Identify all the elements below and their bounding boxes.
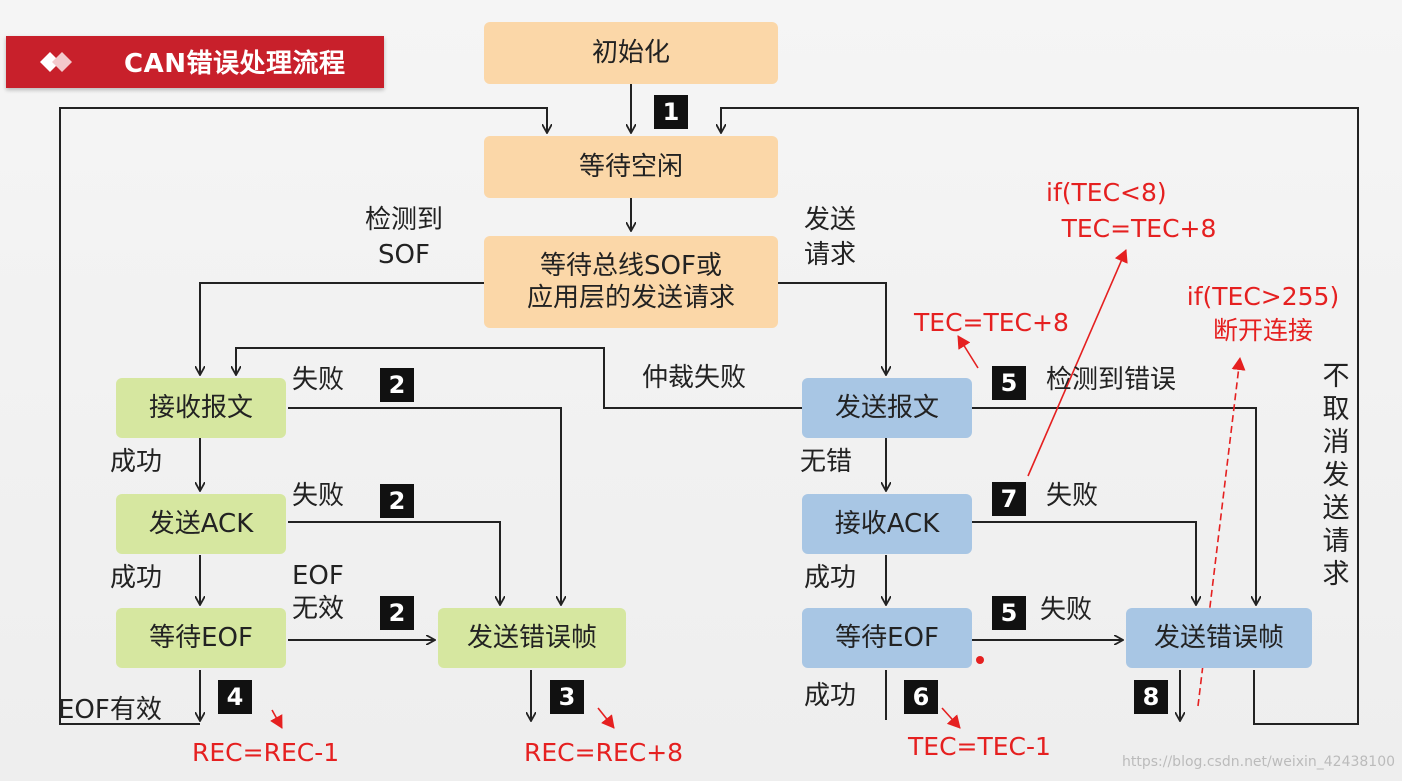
watermark: https://blog.csdn.net/weixin_42438100 bbox=[1122, 754, 1396, 770]
vertical-char: 送 bbox=[1322, 493, 1350, 524]
vertical-char: 求 bbox=[1322, 559, 1350, 590]
box-wait-bus-line2: 应用层的发送请求 bbox=[526, 283, 735, 313]
label-send-request-line1: 发送 bbox=[804, 205, 857, 235]
annotation-tec-plus8: TEC=TEC+8 bbox=[914, 308, 1069, 337]
box-wait-eof-left: 等待EOF bbox=[116, 608, 286, 668]
red-dot-marker bbox=[976, 656, 984, 664]
label-detect-error: 检测到错误 bbox=[1046, 365, 1177, 395]
vertical-char: 不 bbox=[1322, 361, 1350, 392]
annotation-rec-plus: REC=REC+8 bbox=[524, 738, 684, 767]
box-wait-bus: 等待总线SOF或 应用层的发送请求 bbox=[484, 236, 778, 328]
label-no-cancel-send-request: 不 取 消 发 送 请 求 bbox=[1316, 360, 1356, 591]
label-success-1: 成功 bbox=[110, 447, 163, 477]
annotation-rec-minus: REC=REC-1 bbox=[192, 738, 340, 767]
label-eof-invalid-line2: 无效 bbox=[292, 593, 345, 624]
box-init: 初始化 bbox=[484, 22, 778, 84]
label-success-right-2: 成功 bbox=[804, 681, 857, 711]
step-badge-2b: 2 bbox=[380, 484, 414, 518]
box-wait-eof-right: 等待EOF bbox=[802, 608, 972, 668]
box-wait-idle: 等待空闲 bbox=[484, 136, 778, 198]
annotation-tec-minus: TEC=TEC-1 bbox=[908, 732, 1051, 761]
box-send-error-frame-right: 发送错误帧 bbox=[1126, 608, 1312, 668]
annotation-tec-gt255-line1: if(TEC>255) bbox=[1186, 282, 1340, 311]
box-receive-ack: 接收ACK bbox=[802, 494, 972, 554]
title-banner: CAN错误处理流程 bbox=[6, 36, 384, 88]
step-badge-7: 7 bbox=[992, 482, 1026, 516]
label-eof-invalid-line1: EOF bbox=[292, 561, 344, 591]
vertical-char: 取 bbox=[1322, 394, 1350, 425]
label-send-request: 发送 请求 bbox=[804, 206, 856, 269]
vertical-char: 消 bbox=[1322, 427, 1350, 458]
step-badge-5a: 5 bbox=[992, 366, 1026, 400]
box-send-error-frame-left: 发送错误帧 bbox=[438, 608, 626, 668]
box-send-message: 发送报文 bbox=[802, 378, 972, 438]
annotation-tec-gt255: if(TEC>255) 断开连接 bbox=[1186, 282, 1340, 346]
vertical-char: 发 bbox=[1322, 460, 1350, 491]
page-title: CAN错误处理流程 bbox=[124, 49, 346, 79]
box-wait-bus-line1: 等待总线SOF或 bbox=[540, 250, 722, 281]
diamond-logo-icon bbox=[40, 52, 72, 72]
label-detect-sof-line2: SOF bbox=[378, 239, 430, 270]
step-badge-1: 1 bbox=[654, 95, 688, 129]
annotation-tec-lt8-line1: if(TEC<8) bbox=[1046, 178, 1167, 207]
label-fail-ack-right: 失败 bbox=[1046, 481, 1099, 511]
annotation-tec-lt8: if(TEC<8) TEC=TEC+8 bbox=[1046, 178, 1232, 244]
step-badge-4: 4 bbox=[218, 680, 252, 714]
step-badge-5b: 5 bbox=[992, 596, 1026, 630]
annotation-tec-gt255-line2: 断开连接 bbox=[1212, 316, 1313, 345]
step-badge-2c: 2 bbox=[380, 596, 414, 630]
annotation-tec-lt8-line2: TEC=TEC+8 bbox=[1061, 214, 1217, 243]
label-no-error: 无错 bbox=[800, 447, 853, 477]
vertical-char: 请 bbox=[1322, 526, 1350, 557]
step-badge-2a: 2 bbox=[380, 368, 414, 402]
label-detect-sof: 检测到 SOF bbox=[356, 206, 452, 269]
step-badge-3: 3 bbox=[550, 680, 584, 714]
label-fail-receive: 失败 bbox=[292, 365, 345, 395]
box-receive-message: 接收报文 bbox=[116, 378, 286, 438]
label-success-right-1: 成功 bbox=[804, 563, 857, 593]
label-eof-invalid: EOF 无效 bbox=[292, 562, 344, 623]
step-badge-8: 8 bbox=[1134, 680, 1168, 714]
label-eof-valid: EOF有效 bbox=[58, 695, 162, 725]
label-fail-eof-right: 失败 bbox=[1040, 595, 1093, 625]
label-fail-ack: 失败 bbox=[292, 481, 345, 511]
label-send-request-line2: 请求 bbox=[804, 239, 857, 270]
label-success-2: 成功 bbox=[110, 563, 163, 593]
step-badge-6: 6 bbox=[904, 680, 938, 714]
box-send-ack: 发送ACK bbox=[116, 494, 286, 554]
label-arbitration-lost: 仲裁失败 bbox=[642, 363, 747, 393]
label-detect-sof-line1: 检测到 bbox=[364, 205, 443, 235]
